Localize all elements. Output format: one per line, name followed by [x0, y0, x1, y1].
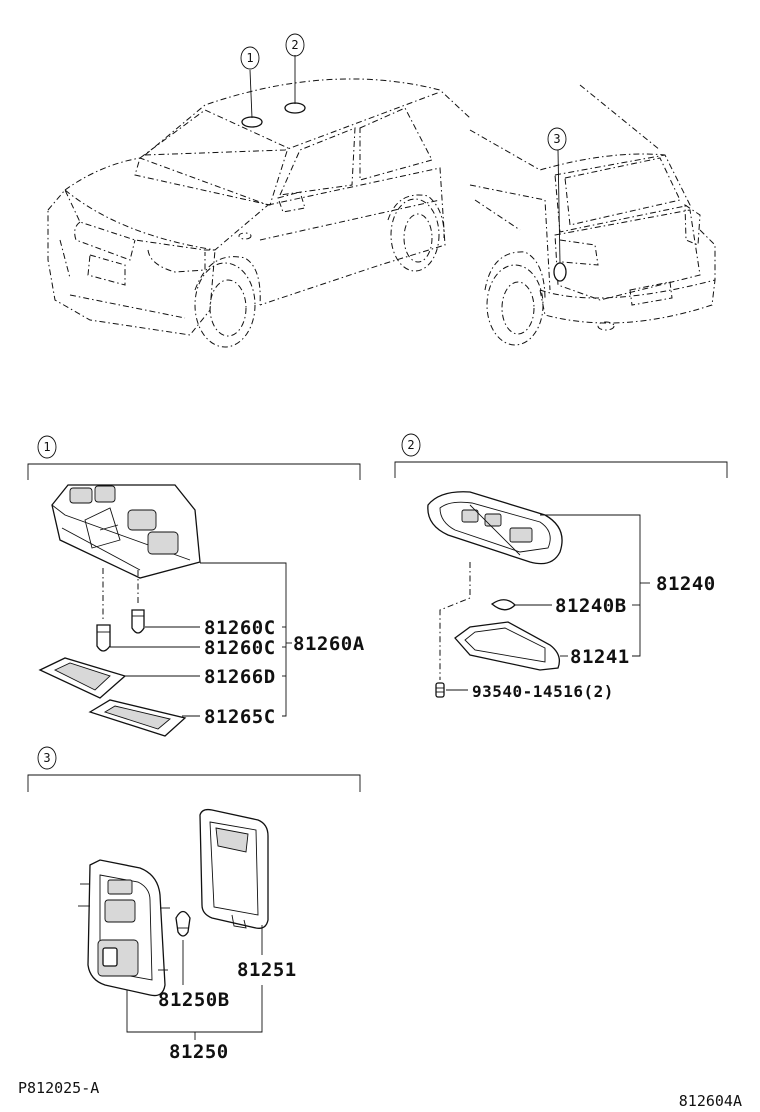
callout-2: 2: [285, 33, 305, 57]
lamp-position-1: [241, 116, 263, 128]
luggage-lamp-housing: [78, 859, 170, 997]
section-3: 3 81: [27, 746, 361, 1063]
label-81250: 81250: [169, 1041, 229, 1063]
bulb-81240b: [490, 599, 516, 611]
callout-3: 3: [547, 127, 567, 151]
section-3-number: 3: [43, 751, 50, 765]
section-1: 1: [27, 435, 365, 737]
dome-lamp-housing: [427, 491, 563, 565]
svg-text:2: 2: [291, 38, 298, 52]
label-81241: 81241: [570, 646, 630, 668]
bulb-81250b: [175, 910, 191, 937]
label-81260c-a: 81260C: [204, 617, 276, 639]
section-2-number: 2: [407, 438, 414, 452]
car-rear-illustration: [469, 84, 716, 346]
lens-81241: [454, 621, 561, 671]
label-81250b: 81250B: [158, 989, 230, 1011]
bulb-81260c-a: [131, 609, 145, 634]
label-81260a: 81260A: [293, 633, 365, 655]
label-81251: 81251: [237, 959, 297, 981]
lens-81251: [199, 808, 269, 929]
label-93540-14516: 93540-14516(2): [472, 682, 614, 701]
lens-81266d: [38, 657, 127, 699]
car-front-illustration: [47, 55, 471, 348]
section-1-number: 1: [43, 440, 50, 454]
svg-text:3: 3: [553, 132, 560, 146]
label-81240: 81240: [656, 573, 716, 595]
section-2: 2: [394, 433, 728, 701]
bulb-81260c-b: [96, 624, 111, 652]
lamp-position-3: [553, 262, 567, 282]
svg-text:1: 1: [246, 51, 253, 65]
callout-1: 1: [240, 46, 260, 70]
label-81266d: 81266D: [204, 666, 276, 688]
lamp-position-2: [284, 102, 306, 114]
screw-93540-14516: [435, 682, 445, 698]
footer-right-code: 812604A: [679, 1092, 742, 1110]
label-81240b: 81240B: [555, 595, 627, 617]
label-81260c-b: 81260C: [204, 637, 276, 659]
footer-left-code: P812025-A: [18, 1079, 99, 1097]
label-81265c: 81265C: [204, 706, 276, 728]
lens-81265c: [88, 699, 187, 737]
map-lamp-housing: [51, 484, 201, 579]
